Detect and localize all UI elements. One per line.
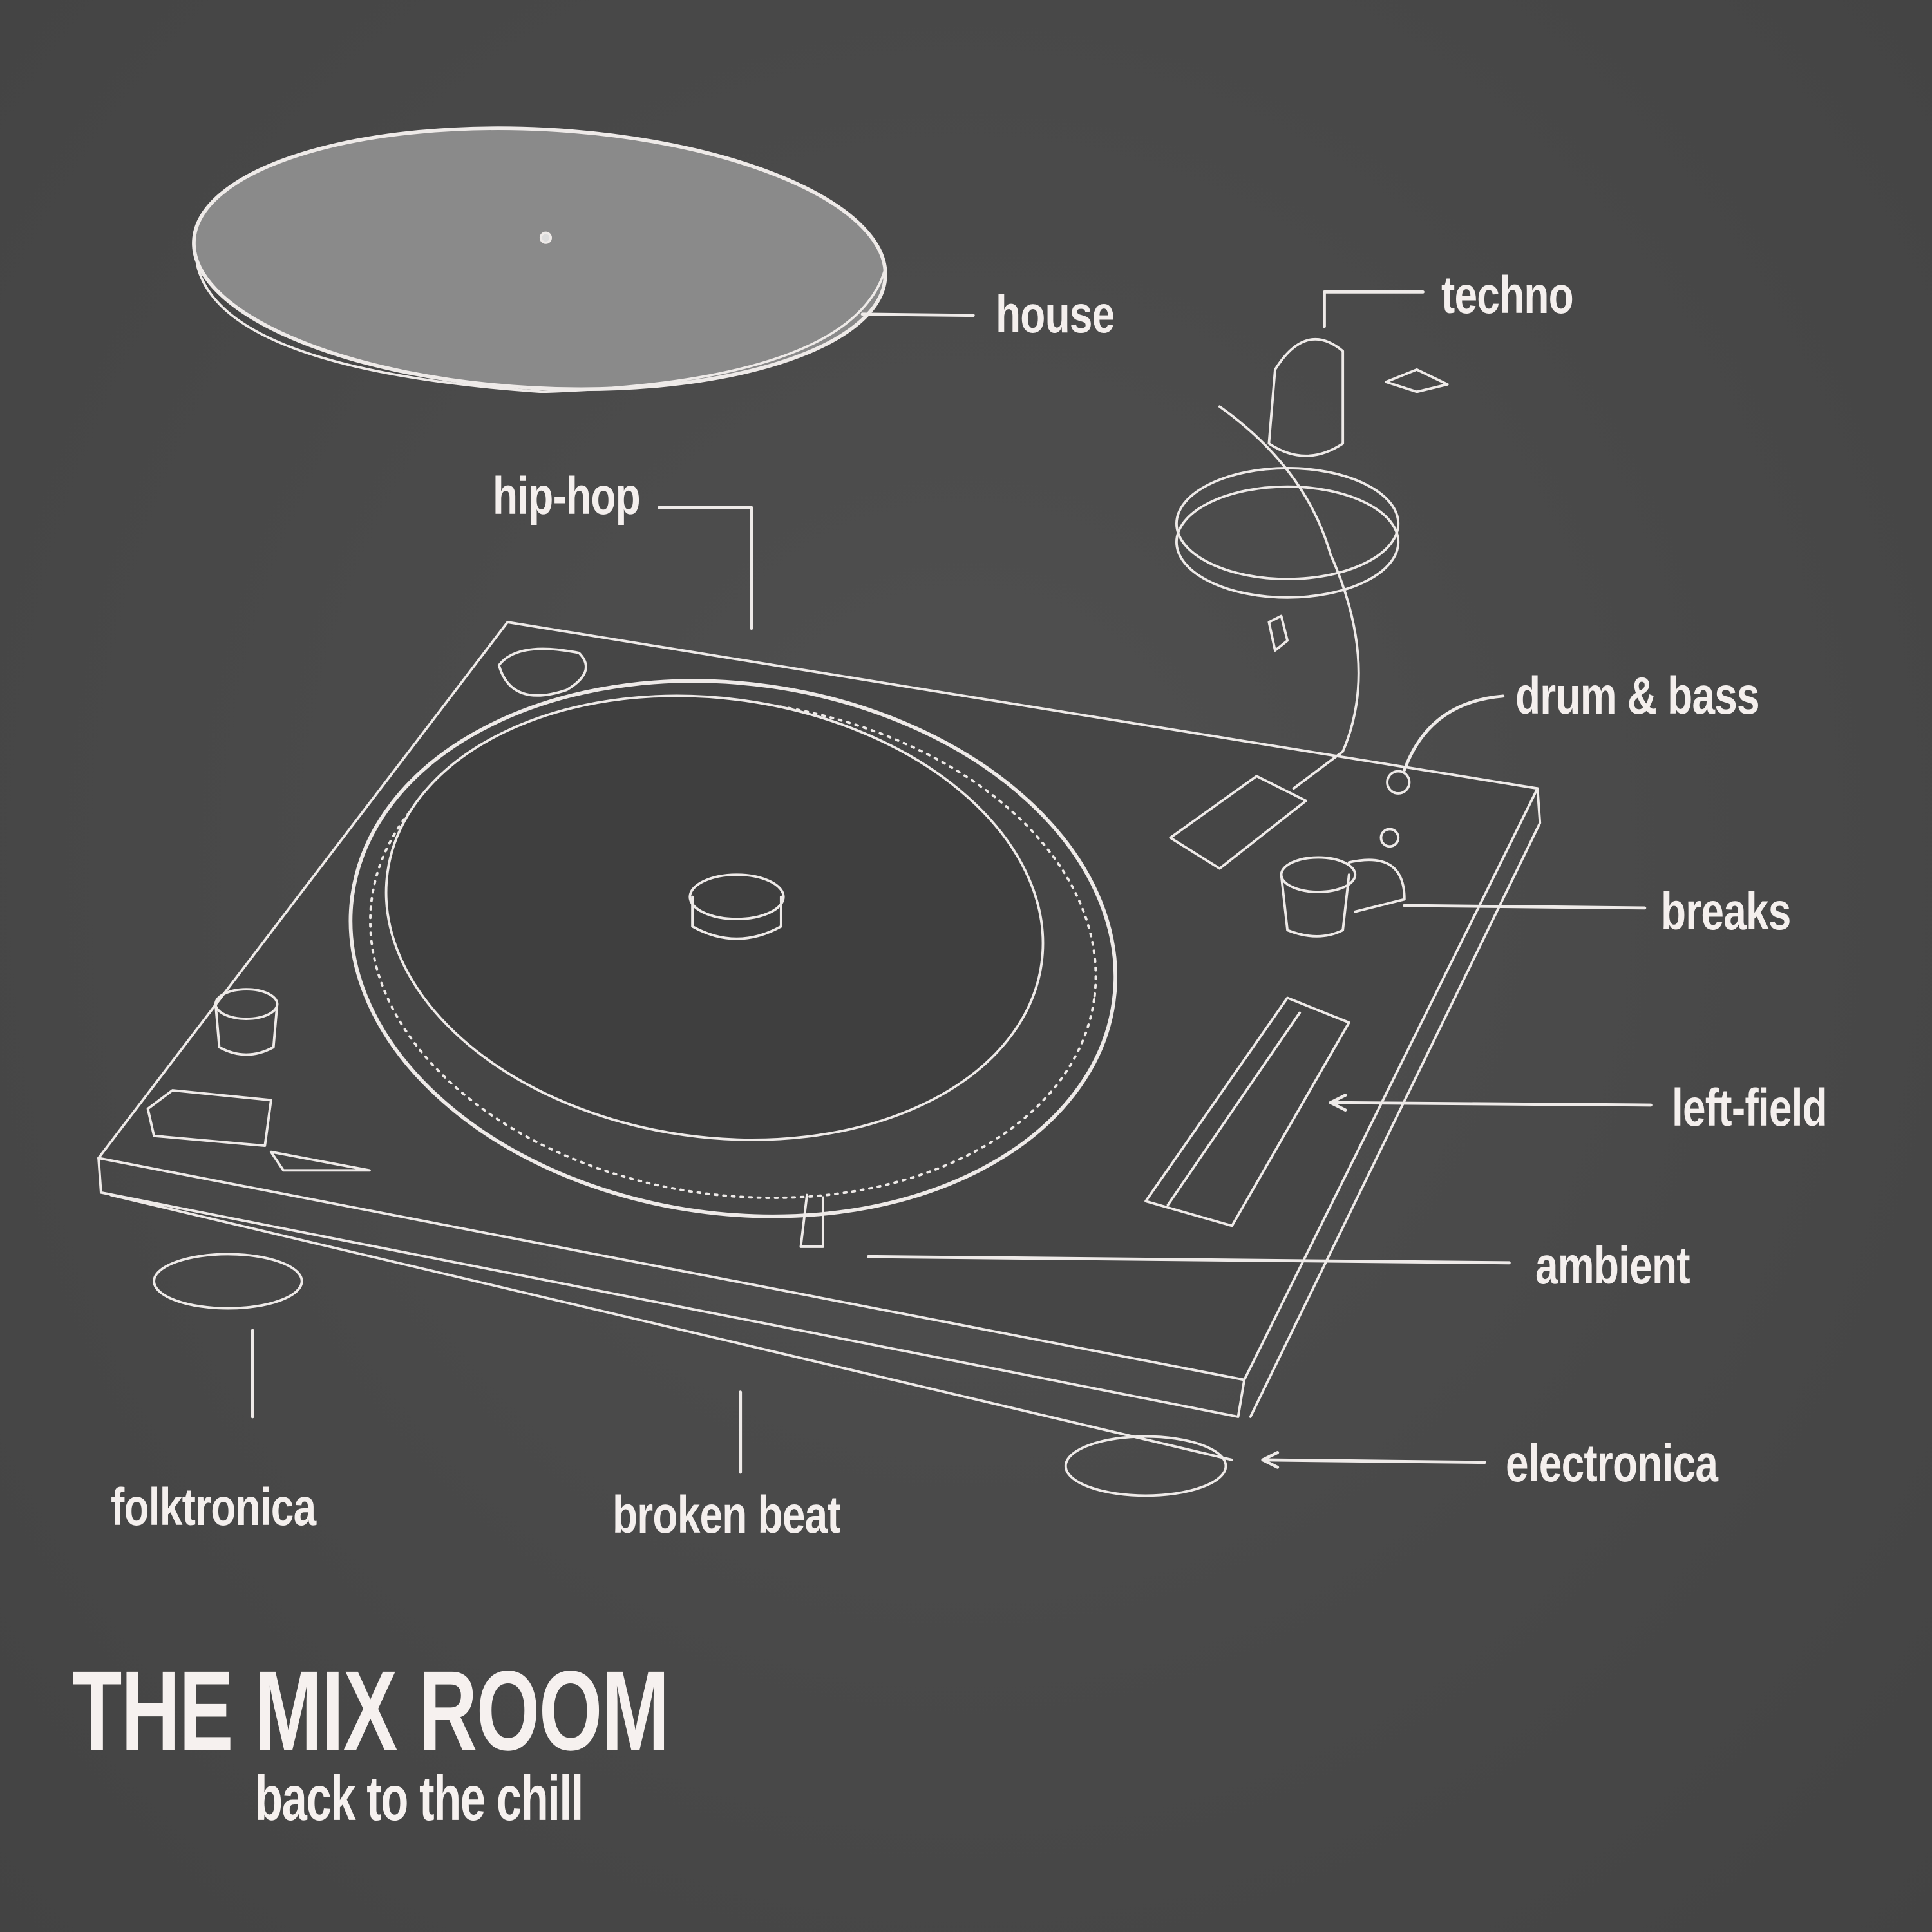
start-button xyxy=(497,647,587,697)
controls xyxy=(146,988,1350,1227)
leader-lines xyxy=(251,290,1653,1474)
label-techno: techno xyxy=(1441,266,1574,325)
label-electronica: electronica xyxy=(1506,1434,1718,1493)
label-ambient: ambient xyxy=(1535,1236,1690,1295)
tonearm xyxy=(1169,337,1449,938)
label-drum-and-bass: drum & bass xyxy=(1515,667,1760,725)
label-left-field: left-field xyxy=(1672,1079,1828,1137)
vinyl-record xyxy=(192,126,887,393)
label-house: house xyxy=(996,285,1115,344)
pitch-slider xyxy=(1144,996,1350,1227)
album-subtitle: back to the chill xyxy=(255,1763,583,1833)
label-hip-hop: hip-hop xyxy=(493,467,641,526)
label-folktronica: folktronica xyxy=(111,1478,316,1537)
label-broken-beat: broken beat xyxy=(612,1486,841,1544)
foot-left xyxy=(153,1253,303,1310)
platter xyxy=(348,679,1117,1248)
label-breaks: breaks xyxy=(1661,882,1791,941)
album-title: THE MIX ROOM xyxy=(72,1648,670,1774)
foot-right xyxy=(1064,1435,1227,1497)
